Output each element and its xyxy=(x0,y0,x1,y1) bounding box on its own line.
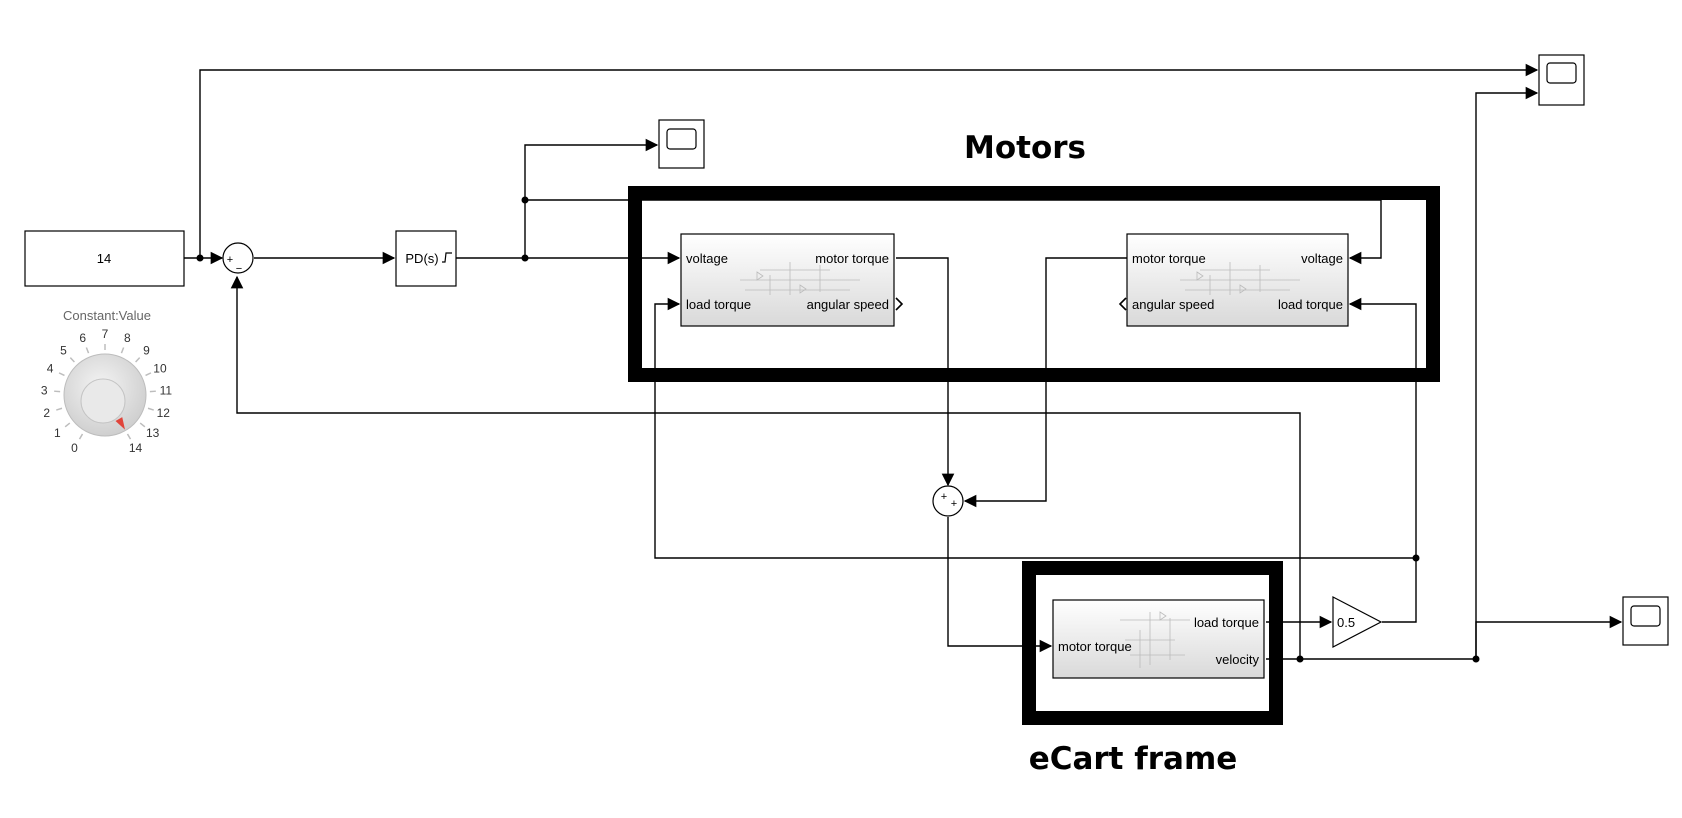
wire-gain-to-left-load[interactable] xyxy=(654,297,1416,559)
knob-tick-label: 2 xyxy=(43,406,50,420)
wire-velocity-to-scope[interactable] xyxy=(1475,615,1623,659)
knob-tick-label: 1 xyxy=(54,426,61,440)
knob-tick xyxy=(135,357,141,363)
knob-tick xyxy=(120,347,125,354)
knob-tick xyxy=(145,372,152,377)
right-motor-voltage-port: voltage xyxy=(1301,251,1343,266)
knob-tick-marks xyxy=(54,344,156,440)
frame-velocity-port: velocity xyxy=(1216,652,1260,667)
left-motor-voltage-port: voltage xyxy=(686,251,728,266)
knob-tick xyxy=(85,347,90,354)
signal-lines xyxy=(184,63,1623,663)
motor-right-internals xyxy=(1180,262,1300,295)
sum2-sign-plus-2: + xyxy=(951,498,957,510)
left-motor-speed-port: angular speed xyxy=(807,297,889,312)
pd-controller-block[interactable]: PD(s) xyxy=(395,230,457,287)
sum2-sign-plus-1: + xyxy=(941,491,947,503)
ecart-frame-group-border[interactable] xyxy=(1022,561,1283,725)
knob-tick xyxy=(147,407,154,411)
sum-sign-minus: − xyxy=(236,263,242,275)
gain-block[interactable]: 0.5 xyxy=(1332,596,1383,648)
knob-tick-label: 0 xyxy=(71,441,78,455)
constant-block[interactable]: 14 xyxy=(24,230,185,287)
wire-gain-to-right-load[interactable] xyxy=(1348,297,1417,623)
frame-torque-port: motor torque xyxy=(1058,639,1132,654)
right-motor-load-port: load torque xyxy=(1278,297,1343,312)
ecart-frame-subsystem[interactable]: motor torque load torque velocity xyxy=(1052,599,1265,679)
knob-tick-label: 9 xyxy=(143,343,150,357)
knob-tick-label: 10 xyxy=(153,362,167,376)
wire-velocity-feedback[interactable] xyxy=(230,275,1301,659)
knob-tick xyxy=(64,422,71,428)
left-motor-load-port: load torque xyxy=(686,297,751,312)
knob-tick xyxy=(78,433,84,440)
knob-title: Constant:Value xyxy=(63,308,151,323)
knob-tick xyxy=(58,372,65,377)
pd-label: PD(s) xyxy=(405,251,438,266)
scope-velocity[interactable] xyxy=(1622,596,1669,646)
motor-subsystem-right[interactable]: motor torque angular speed voltage load … xyxy=(1118,233,1349,327)
constant-value: 14 xyxy=(97,251,111,266)
knob-tick-label: 4 xyxy=(47,362,54,376)
knob-tick-label: 12 xyxy=(157,406,171,420)
wire-sum-to-frame[interactable] xyxy=(947,517,1053,653)
pd-step-glyph xyxy=(442,252,452,263)
gain-value: 0.5 xyxy=(1337,615,1355,630)
scope-pd-output[interactable] xyxy=(658,119,705,169)
left-motor-torque-port: motor torque xyxy=(815,251,889,266)
sum-sign-plus: + xyxy=(227,254,233,266)
motors-group-title: Motors xyxy=(964,130,1086,166)
left-motor-speed-chevron xyxy=(895,297,904,311)
right-motor-speed-port: angular speed xyxy=(1132,297,1214,312)
knob-tick-label: 8 xyxy=(124,331,131,345)
wire-reference-to-scope[interactable] xyxy=(199,63,1539,258)
wire-pd-to-scope[interactable] xyxy=(524,138,659,258)
knob-tick-label: 14 xyxy=(129,441,143,455)
knob-tick xyxy=(56,407,63,411)
motor-left-internals xyxy=(740,262,860,295)
frame-internals xyxy=(1120,611,1190,668)
motor-subsystem-left[interactable]: voltage load torque motor torque angular… xyxy=(680,233,904,327)
knob-tick-label: 6 xyxy=(79,331,86,345)
knob-tick-label: 7 xyxy=(102,327,109,341)
wire-velocity-to-top-scope[interactable] xyxy=(1475,86,1539,659)
wire-left-torque-to-sum[interactable] xyxy=(896,257,955,487)
knob-tick xyxy=(126,433,132,440)
knob-tick xyxy=(139,422,146,428)
knob-needle xyxy=(115,417,125,430)
knob-tick xyxy=(69,357,75,363)
scope-reference-velocity[interactable] xyxy=(1538,54,1585,106)
knob-tick-label: 3 xyxy=(41,383,48,397)
knob-cap[interactable] xyxy=(80,378,126,424)
ecart-frame-group-title: eCart frame xyxy=(1029,741,1238,777)
right-motor-speed-chevron xyxy=(1118,297,1127,311)
right-motor-torque-port: motor torque xyxy=(1132,251,1206,266)
wire-right-torque-to-sum[interactable] xyxy=(963,257,1130,508)
sum-block-torque[interactable]: + + xyxy=(932,485,964,517)
knob-tick-label: 5 xyxy=(60,343,67,357)
frame-load-port: load torque xyxy=(1194,615,1259,630)
knob-tick-label: 11 xyxy=(160,383,173,397)
knob-tick-label: 13 xyxy=(146,426,160,440)
sum-block-error[interactable]: + − xyxy=(222,242,254,275)
wire-pd-to-right-voltage[interactable] xyxy=(525,199,1382,265)
motors-group-border[interactable] xyxy=(628,186,1440,382)
